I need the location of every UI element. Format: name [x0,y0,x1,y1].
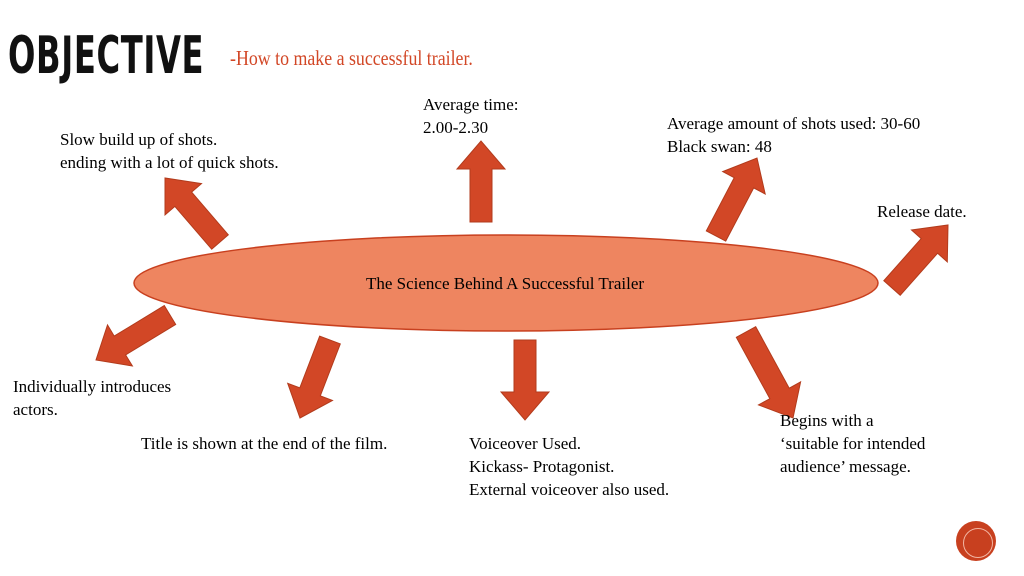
arrow-pace [164,177,230,250]
note-pace-line-2: ending with a lot of quick shots. [60,153,279,172]
arrow-audience [735,326,802,419]
note-title-end-line-1: Title is shown at the end of the film. [141,434,388,453]
note-actors-line-2: actors. [13,400,58,419]
note-voiceover-line-1: Voiceover Used. [469,434,582,453]
arrow-shots [705,157,766,242]
central-ellipse [133,234,879,332]
note-voiceover: Voiceover Used. Kickass- Protagonist. Ex… [469,432,669,501]
note-time-line-1: Average time: [423,95,519,114]
note-voiceover-line-3: External voiceover also used. [469,480,670,499]
note-actors-line-1: Individually introduces [13,377,172,396]
note-time-line-2: 2.00-2.30 [423,118,489,137]
note-actors: Individually introduces actors. [13,375,171,421]
note-voiceover-line-2: Kickass- Protagonist. [469,457,615,476]
note-release: Release date. [877,200,967,223]
note-title-end: Title is shown at the end of the film. [141,432,387,455]
arrow-title-end [286,335,341,419]
note-audience-line-1: Begins with a [780,411,874,430]
arrow-voiceover [499,339,551,421]
page-subtitle: -How to make a successful trailer. [230,46,473,70]
central-label: The Science Behind A Successful Trailer [365,274,645,293]
note-pace: Slow build up of shots. ending with a lo… [60,128,279,174]
note-shots-line-1: Average amount of shots used: 30-60 [667,114,921,133]
note-audience-line-3: audience’ message. [780,457,911,476]
note-audience-line-2: ‘suitable for intended [780,434,926,453]
arrow-release [883,224,949,297]
note-pace-line-1: Slow build up of shots. [60,130,218,149]
note-shots-line-2: Black swan: 48 [667,137,772,156]
note-release-line-1: Release date. [877,202,967,221]
page-title: OBJECTIVE [8,26,205,86]
arrow-time [455,140,507,223]
note-audience: Begins with a ‘suitable for intended aud… [780,409,925,478]
note-shots: Average amount of shots used: 30-60 Blac… [667,112,920,158]
slide-badge-ring [963,528,993,558]
arrow-actors [95,304,177,367]
note-time: Average time: 2.00-2.30 [423,93,519,139]
